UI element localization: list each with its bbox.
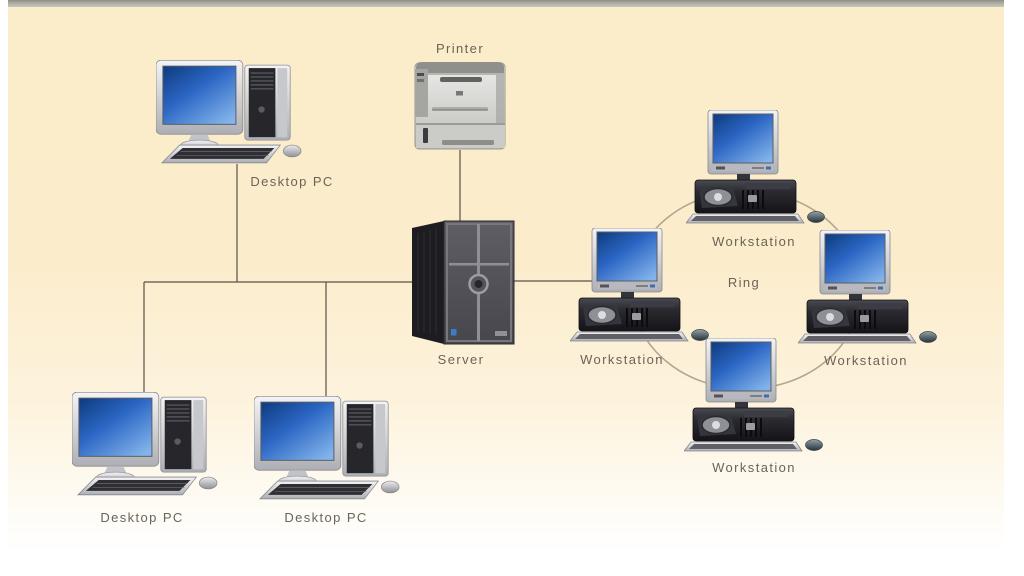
workstation-top-label: Workstation xyxy=(712,234,796,249)
workstation-top-icon xyxy=(686,110,826,224)
server-label: Server xyxy=(437,352,485,367)
printer-label: Printer xyxy=(435,41,485,56)
workstation-left-label: Workstation xyxy=(580,352,664,367)
desktop-pc-bottom-left-icon xyxy=(72,392,218,496)
workstation-right-icon xyxy=(798,230,938,344)
connection-lines xyxy=(143,150,600,405)
server-icon xyxy=(412,219,516,345)
ring-label: Ring xyxy=(727,275,761,290)
workstation-left-icon xyxy=(570,228,710,342)
printer-icon xyxy=(414,61,506,150)
top-border-bar xyxy=(8,0,1004,7)
workstation-right-label: Workstation xyxy=(824,353,908,368)
desktop-pc-bottom-mid-label: Desktop PC xyxy=(284,510,368,525)
desktop-pc-bottom-left-label: Desktop PC xyxy=(100,510,184,525)
desktop-pc-bottom-mid-icon xyxy=(254,396,400,500)
desktop-pc-top-icon xyxy=(156,60,302,164)
desktop-pc-top-label: Desktop PC xyxy=(250,174,334,189)
workstation-bottom-icon xyxy=(684,338,824,452)
workstation-bottom-label: Workstation xyxy=(712,460,796,475)
